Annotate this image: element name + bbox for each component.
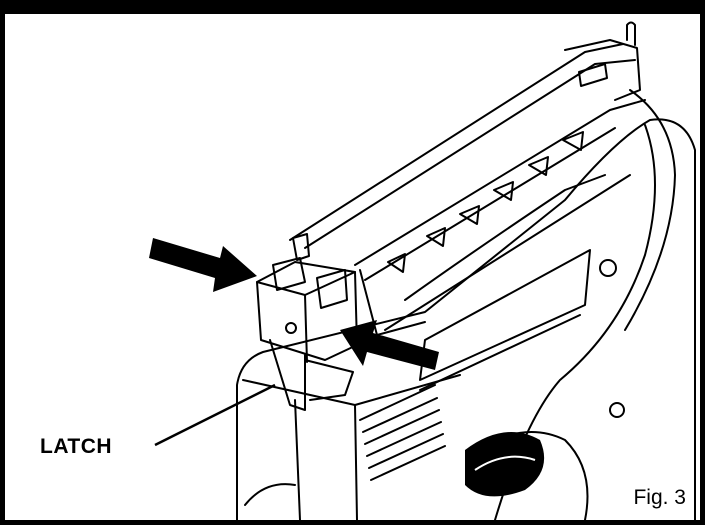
grip-vent-5 [368,433,444,469]
lower-cover-3 [354,404,358,521]
arrow-left [149,238,257,292]
magazine-top-edge [289,43,624,241]
latch-screw [285,322,297,334]
latch-upper-tab [292,233,310,261]
figure-caption: Fig. 3 [633,486,686,509]
slot-3 [459,205,480,225]
slot-1 [387,253,406,273]
grip-vent-3 [364,409,440,445]
latch-tab [316,269,348,309]
slot-2 [426,227,446,247]
lower-cover-2 [294,399,301,521]
slot-4 [493,181,514,201]
tool-body-outline [236,118,696,521]
magazine-top-edge-2 [304,59,636,249]
top-border-band [5,0,705,14]
latch-housing-edge [304,294,308,363]
trigger-ridge [474,455,536,471]
side-panel-lower [419,314,581,391]
slot-5 [528,156,549,176]
latch-window [272,257,306,291]
grip-vent-1 [359,384,436,421]
nose-guide [304,359,354,401]
side-knob [599,259,617,277]
latch-housing-top [256,271,356,296]
rear-post [626,21,636,46]
magazine-lower-edge [384,174,631,331]
rear-cap-detail [578,63,608,87]
side-knob-lower [609,402,625,418]
side-panel-mid [419,249,591,381]
arrow-right [340,320,439,370]
handle-rear-edge [624,89,676,331]
side-panel-upper [404,174,606,301]
latch-leader-line [154,383,276,447]
stapler-illustration [149,21,696,521]
grip-vent-6 [370,445,446,481]
slot-6 [562,131,584,151]
grip-vent-4 [366,421,442,457]
magazine-bottom-edge [354,99,646,266]
grip-vent-2 [362,397,438,433]
magazine-bottom-edge-2 [364,127,616,281]
latch-label: LATCH [40,435,113,458]
nose-wedge [269,339,306,411]
lower-cover [242,374,461,406]
trigger-wheel [465,432,545,497]
magazine-rear-cap [564,39,641,101]
base-curve [244,483,296,506]
